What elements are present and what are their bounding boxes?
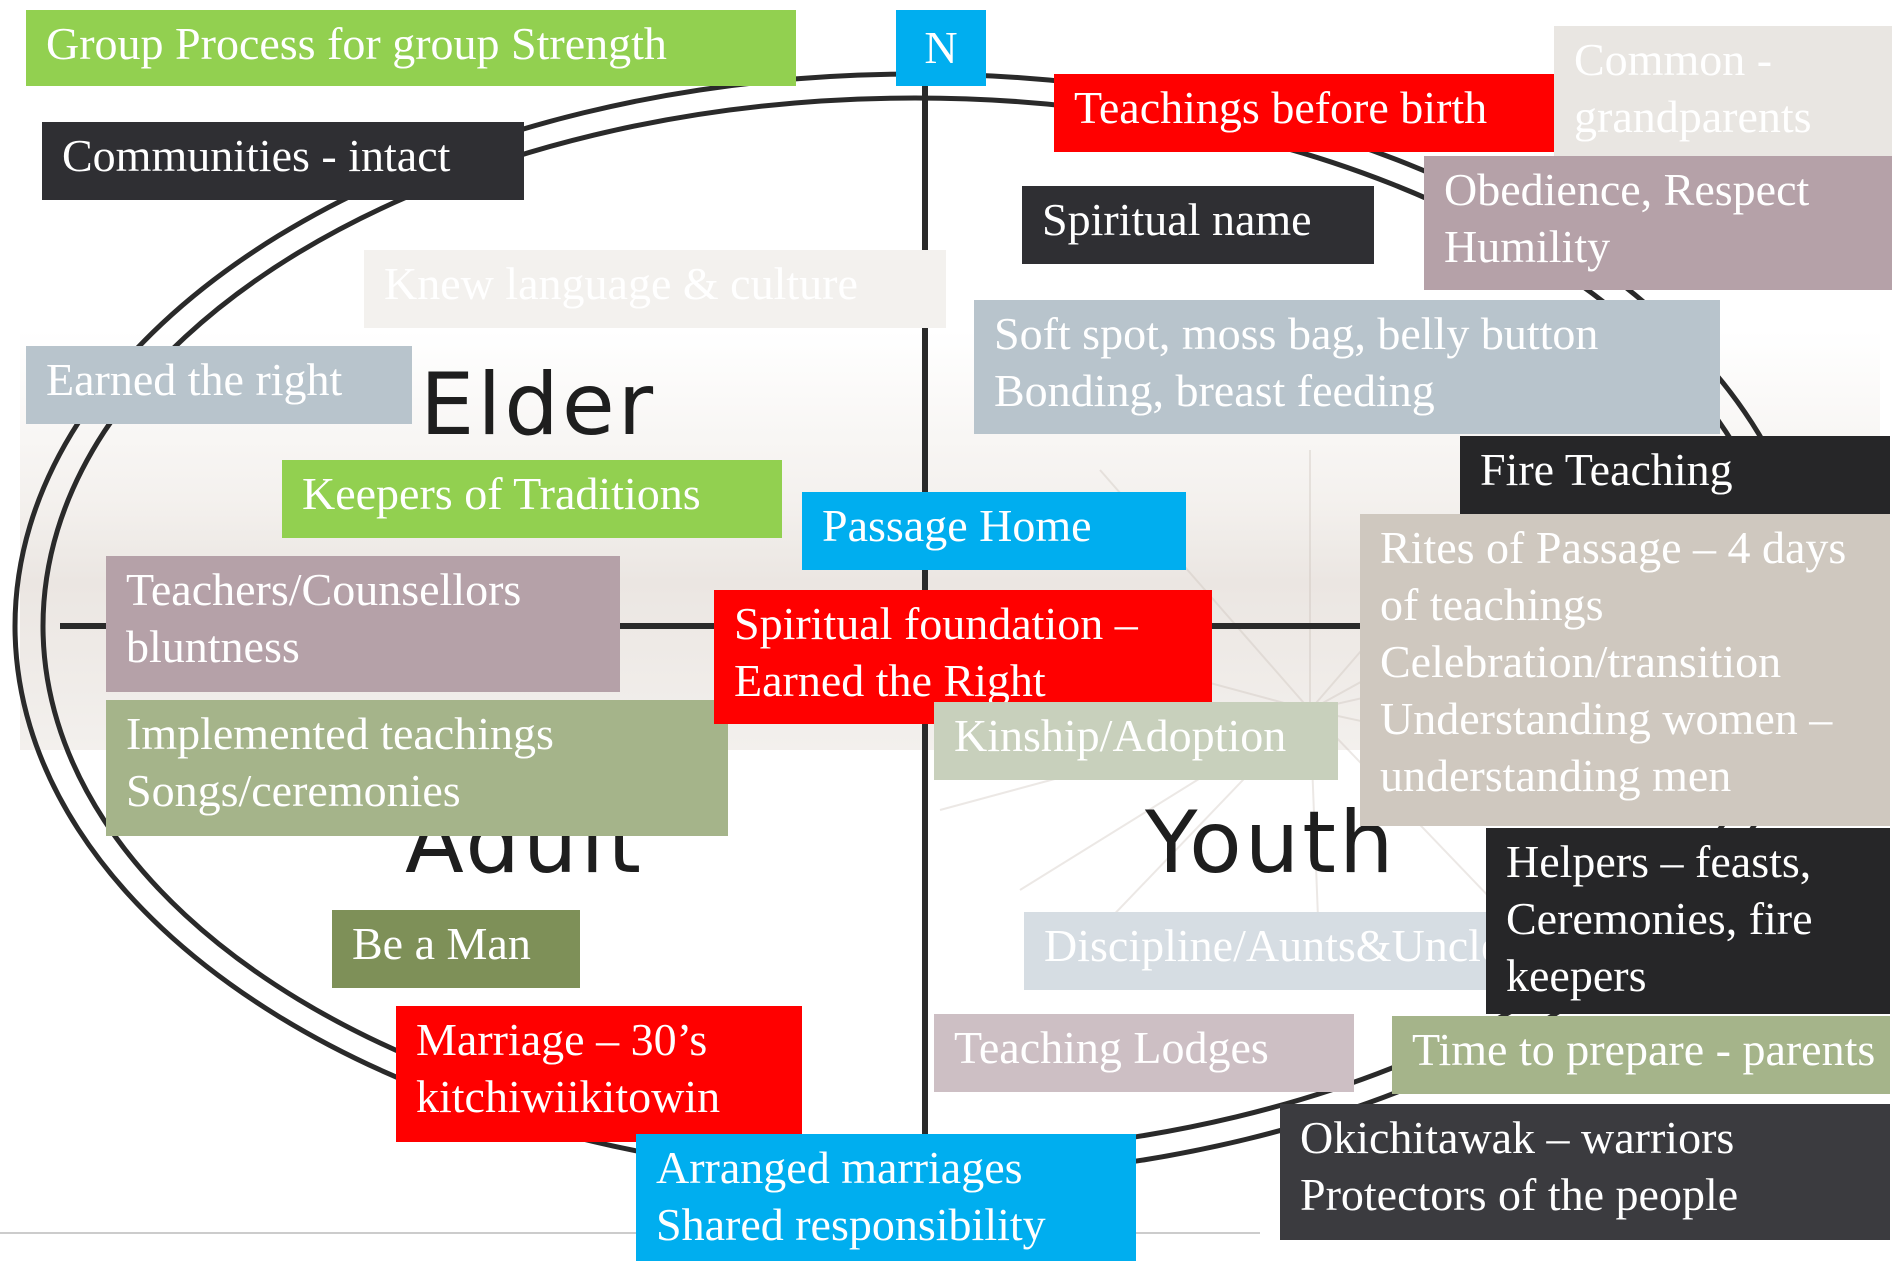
quadrant-youth: Youth xyxy=(1145,793,1397,893)
box-teachings-before-birth: Teachings before birth xyxy=(1054,74,1556,152)
box-keepers-traditions: Keepers of Traditions xyxy=(282,460,782,538)
box-earned-right: Earned the right xyxy=(26,346,412,424)
box-knew-language: Knew language & culture xyxy=(364,250,946,328)
box-be-a-man: Be a Man xyxy=(332,910,580,988)
box-teaching-lodges: Teaching Lodges xyxy=(934,1014,1354,1092)
box-communities: Communities - intact xyxy=(42,122,524,200)
box-kinship: Kinship/Adoption xyxy=(934,702,1338,780)
north-label: N xyxy=(896,10,986,86)
box-passage-home: Passage Home xyxy=(802,492,1186,570)
box-fire-teaching: Fire Teaching xyxy=(1460,436,1890,514)
box-time-to-prepare: Time to prepare - parents xyxy=(1392,1016,1890,1094)
box-discipline: Discipline/Aunts&Uncles xyxy=(1024,912,1498,990)
box-common-grandparents: Common -grandparents xyxy=(1554,26,1892,160)
bottom-divider xyxy=(0,1232,1260,1234)
box-helpers: Helpers – feasts,Ceremonies, fire keeper… xyxy=(1486,828,1890,1014)
box-spiritual-name: Spiritual name xyxy=(1022,186,1374,264)
quadrant-elder: Elder xyxy=(420,355,657,455)
box-spiritual-foundation: Spiritual foundation –Earned the Right xyxy=(714,590,1212,724)
box-group-process: Group Process for group Strength xyxy=(26,10,796,86)
